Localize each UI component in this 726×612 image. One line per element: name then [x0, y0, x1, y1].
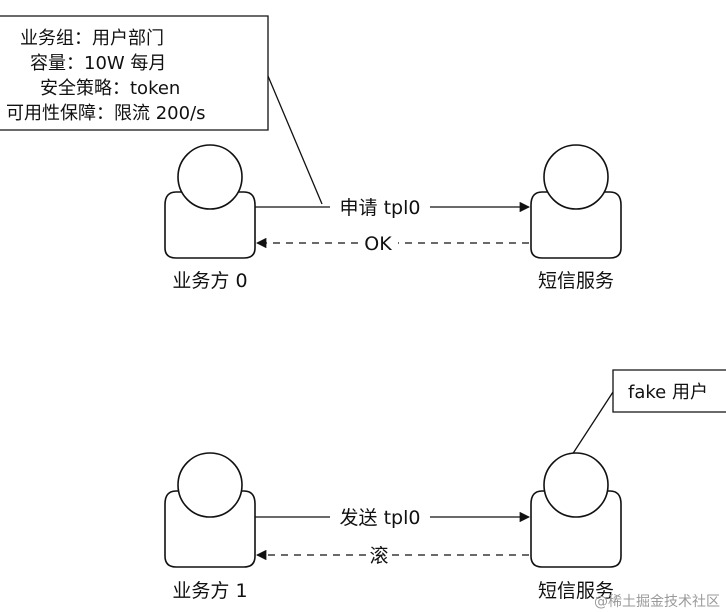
top-note-line-3: 安全策略：token	[40, 78, 180, 99]
actor-business-0: 业务方 0	[164, 144, 256, 292]
person-head-icon	[177, 452, 243, 518]
top-note-line-2: 容量：10W 每月	[30, 53, 166, 74]
bottom-note-callout: fake 用户	[569, 369, 726, 459]
response-label-top: OK	[364, 233, 392, 255]
person-icon	[164, 490, 256, 568]
top-note-line-1: 业务组：用户部门	[20, 28, 164, 49]
request-label-bottom: 发送 tpl0	[340, 507, 421, 529]
top-note-connector	[267, 75, 323, 205]
person-icon	[530, 191, 622, 259]
request-label-top: 申请 tpl0	[340, 197, 421, 219]
response-label-bottom: 滚	[369, 545, 388, 567]
sms-service-bottom-label: 短信服务	[538, 580, 614, 602]
actor-business-1-label: 业务方 1	[172, 580, 247, 602]
actor-business-1: 业务方 1	[164, 452, 256, 602]
person-head-icon	[177, 144, 243, 210]
request-arrow-bottom: 发送 tpl0	[255, 507, 531, 529]
top-note-callout: 业务组：用户部门 容量：10W 每月 安全策略：token 可用性保障：限流 2…	[0, 15, 323, 205]
actor-business-0-label: 业务方 0	[172, 270, 247, 292]
response-arrow-top: OK	[255, 233, 529, 255]
person-icon	[164, 191, 256, 259]
person-head-icon	[543, 452, 609, 518]
watermark-text: @稀土掘金技术社区	[594, 594, 720, 610]
sms-service-top-label: 短信服务	[538, 270, 614, 292]
person-icon	[530, 490, 622, 568]
bottom-note-connector	[569, 391, 614, 459]
request-arrow-top: 申请 tpl0	[255, 197, 531, 219]
actor-sms-service-top: 短信服务	[530, 144, 622, 292]
response-arrow-bottom: 滚	[255, 545, 529, 567]
top-note-line-4: 可用性保障：限流 200/s	[6, 103, 206, 124]
person-head-icon	[543, 144, 609, 210]
bottom-note-line-1: fake 用户	[628, 382, 708, 403]
actor-sms-service-bottom: 短信服务	[530, 452, 622, 602]
